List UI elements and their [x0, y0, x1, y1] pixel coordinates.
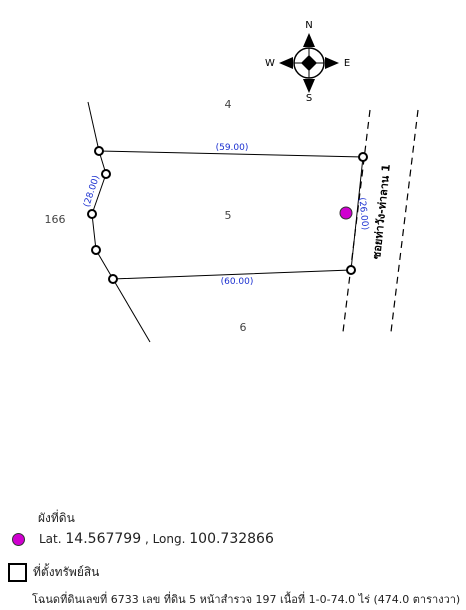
plot-boundary — [91, 150, 364, 280]
property-square-icon — [8, 563, 27, 582]
long-value: 100.732866 — [189, 531, 274, 547]
vertex-marker — [91, 245, 101, 255]
plot-vertices — [87, 146, 368, 284]
long-label: , Long. — [144, 532, 186, 546]
road-name-label: ซอยท่าวัง-ท่าลาน 1 — [370, 164, 393, 260]
vertex-marker — [346, 265, 356, 275]
vertex-marker — [94, 146, 104, 156]
parcel-north-label: 4 — [225, 98, 232, 111]
compass-south-label: S — [306, 93, 312, 104]
compass-north-label: N — [305, 20, 312, 31]
parcel-south-label: 6 — [240, 321, 247, 334]
west-boundary-south — [112, 278, 151, 343]
legend-property: ที่ตั้งทรัพย์สิน — [8, 563, 99, 582]
road-edge-east — [390, 109, 419, 333]
vertex-marker — [358, 152, 368, 162]
dimension-bottom: (60.00) — [221, 277, 254, 287]
location-pin-icon[interactable] — [339, 206, 353, 220]
dimension-top: (59.00) — [216, 143, 249, 153]
legend-title: ผังที่ดิน — [38, 511, 75, 525]
dimension-right: (26.00) — [356, 197, 369, 231]
compass-east-label: E — [344, 58, 350, 69]
compass-rose-icon: N S W E — [265, 20, 350, 104]
vertex-marker — [108, 274, 118, 284]
vertex-marker — [101, 169, 111, 179]
legend-coordinates: Lat. 14.567799 , Long. 100.732866 — [12, 531, 274, 547]
property-label: ที่ตั้งทรัพย์สิน — [33, 565, 100, 579]
west-boundary-north — [87, 101, 100, 152]
dimension-left: (28.00) — [82, 174, 102, 208]
compass-west-label: W — [265, 58, 275, 69]
lat-label: Lat. — [39, 532, 62, 546]
vertex-marker — [87, 209, 97, 219]
lat-value: 14.567799 — [65, 531, 142, 547]
pin-legend-icon — [12, 532, 25, 546]
parcel-west-label: 166 — [45, 213, 66, 226]
parcel-center-label: 5 — [225, 209, 232, 222]
deed-description: โฉนดที่ดินเลขที่ 6733 เลข ที่ดิน 5 หน้าส… — [32, 593, 461, 606]
